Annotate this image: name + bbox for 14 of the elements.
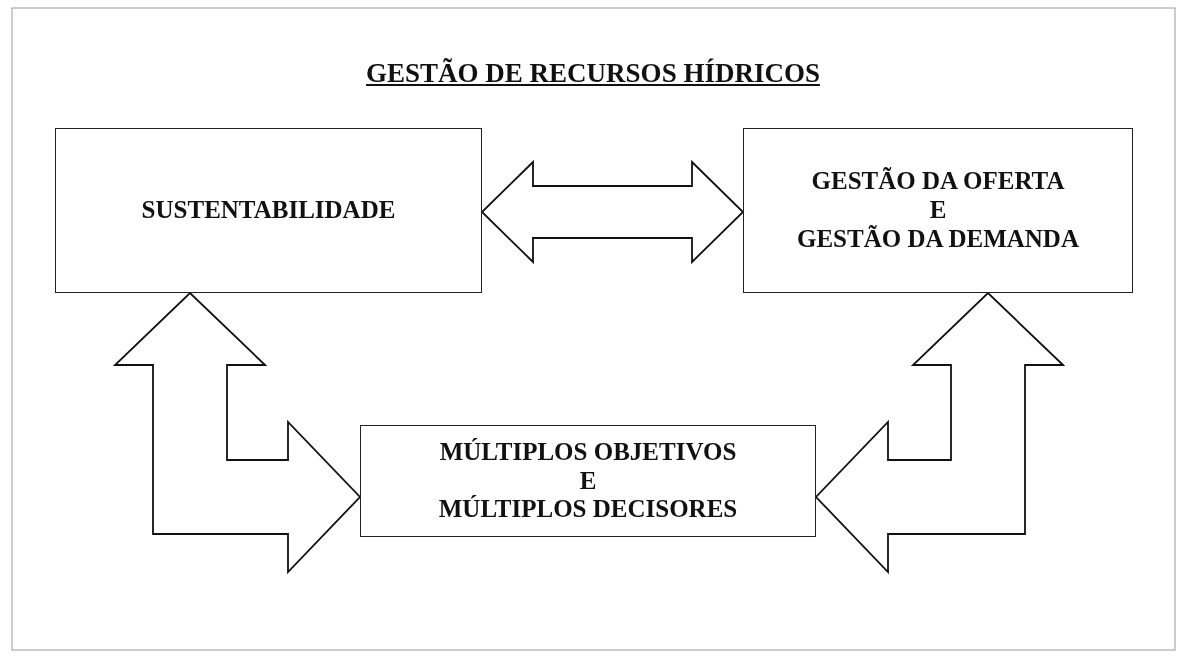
box-label: SUSTENTABILIDADE — [141, 196, 396, 225]
text-box — [55, 128, 482, 293]
text-box — [360, 425, 816, 537]
diagram-title: GESTÃO DE RECURSOS HÍDRICOS — [366, 58, 820, 88]
text-box — [743, 128, 1133, 293]
box-label: MÚLTIPLOS DECISORES — [438, 495, 738, 525]
box-label: GESTÃO DA DEMANDA — [797, 224, 1079, 254]
box-label: E — [929, 196, 947, 225]
double-block-arrow — [814, 291, 1066, 575]
double-block-arrow — [112, 291, 362, 575]
box-label: GESTÃO DA OFERTA — [811, 167, 1065, 197]
double-block-arrow — [480, 159, 745, 265]
box-label: MÚLTIPLOS OBJETIVOS — [439, 437, 737, 467]
box-label: E — [579, 466, 597, 495]
